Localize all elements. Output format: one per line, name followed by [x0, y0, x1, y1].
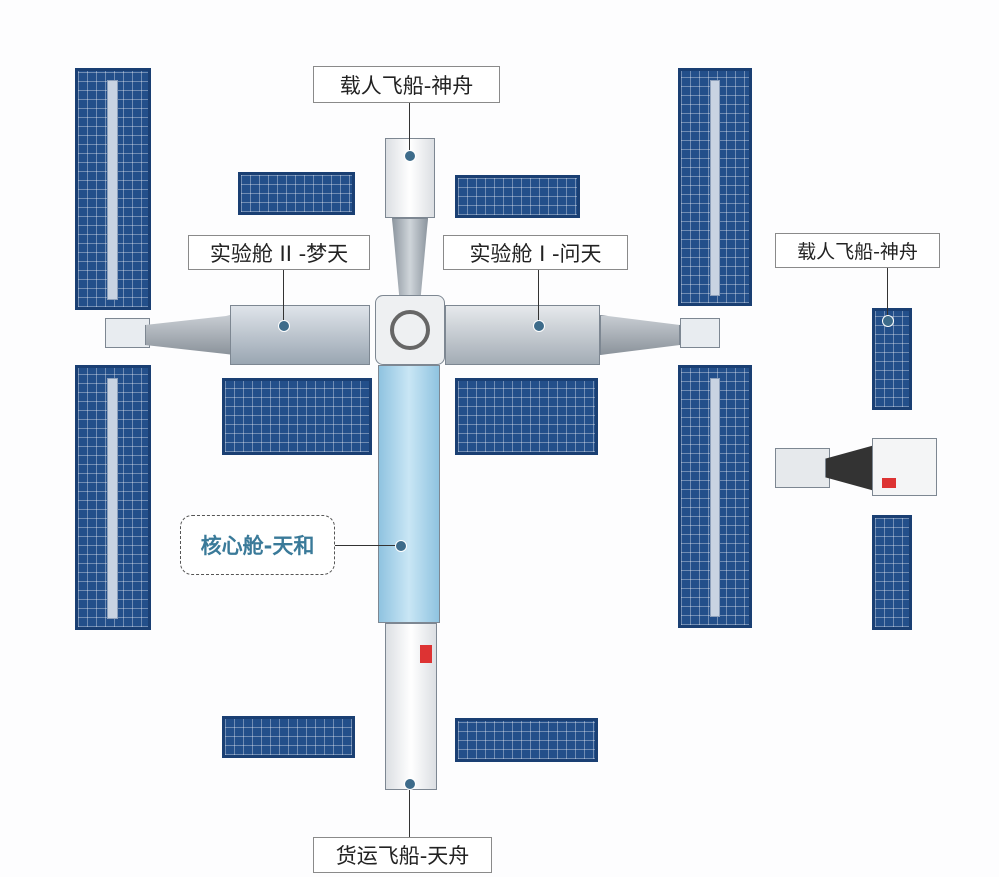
- right-array-joint: [680, 318, 720, 348]
- mengtian-solar-panel: [222, 378, 372, 455]
- shenzhou-top-panel-right: [455, 175, 580, 218]
- left-array-joint: [105, 318, 150, 348]
- shenzhou-top-adapter: [392, 218, 428, 296]
- solar-array-left-top: [75, 68, 151, 310]
- label-shenzhou-top: 载人飞船-神舟: [313, 66, 500, 103]
- shenzhou-right-panel-top: [872, 308, 912, 410]
- wentian-module: [445, 305, 600, 365]
- solar-array-right-bottom: [678, 365, 752, 628]
- wentian-cone: [600, 315, 680, 355]
- wentian-solar-panel: [455, 378, 598, 455]
- shenzhou-top-panel-left: [238, 172, 355, 215]
- label-wentian: 实验舱 I -问天: [443, 235, 628, 270]
- mengtian-module: [230, 305, 370, 365]
- solar-array-right-top: [678, 68, 752, 306]
- flag-icon: [420, 645, 432, 663]
- shenzhou-right-panel-bottom: [872, 515, 912, 630]
- label-shenzhou-right: 载人飞船-神舟: [775, 233, 940, 268]
- shenzhou-right-cone: [825, 445, 875, 491]
- tianzhou-panel-right: [455, 718, 598, 762]
- docking-port: [390, 310, 430, 350]
- label-tianhe: 核心舱-天和: [180, 515, 335, 575]
- label-mengtian: 实验舱 II -梦天: [188, 235, 370, 270]
- flag-icon: [882, 478, 896, 488]
- solar-array-left-bottom: [75, 365, 151, 630]
- label-tianzhou: 货运飞船-天舟: [313, 837, 492, 873]
- shenzhou-right-capsule: [775, 448, 830, 488]
- tianzhou-panel-left: [222, 716, 355, 758]
- mengtian-cone: [145, 315, 235, 355]
- tianhe-core-module: [378, 365, 440, 623]
